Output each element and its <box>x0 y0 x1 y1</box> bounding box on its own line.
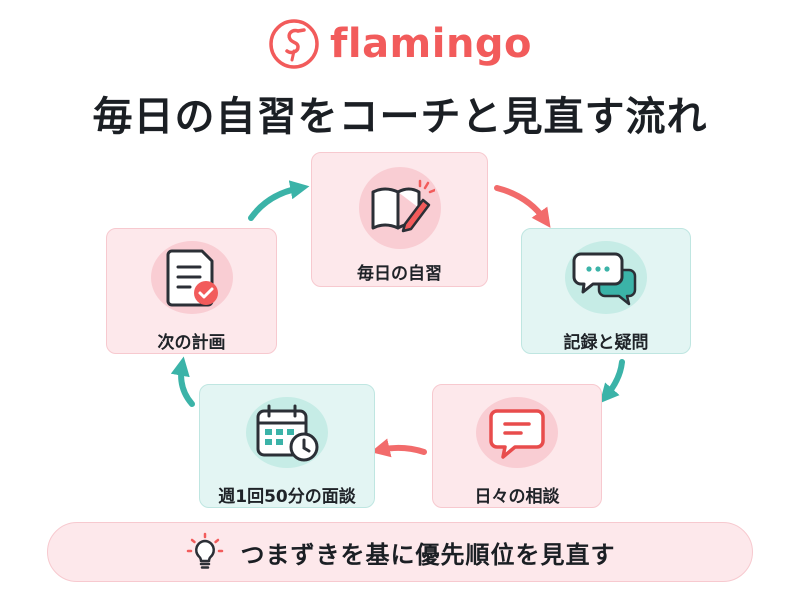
tip-banner: つまずきを基に優先順位を見直す <box>47 522 753 582</box>
arrow-plan-to-study <box>248 180 310 221</box>
step-card-plan: 次の計画 <box>106 228 277 354</box>
arrow-consult-to-weekly <box>370 438 427 458</box>
icon-circle <box>246 397 328 468</box>
lightbulb-icon <box>186 532 223 569</box>
step-label-consult: 日々の相談 <box>474 487 560 507</box>
brand-name: flamingo <box>329 21 533 67</box>
step-card-record: 記録と疑問 <box>521 228 691 354</box>
calendar-clock-icon <box>256 404 319 461</box>
tip-banner-text: つまずきを基に優先順位を見直す <box>240 540 616 569</box>
step-card-consult: 日々の相談 <box>432 384 602 508</box>
brand-logo: flamingo <box>0 12 800 76</box>
step-label-plan: 次の計画 <box>157 333 226 353</box>
step-label-record: 記録と疑問 <box>563 333 649 353</box>
chat-bubbles-icon <box>572 252 637 305</box>
message-bubble-icon <box>489 408 545 459</box>
icon-circle <box>150 241 233 314</box>
step-label-weekly: 週1回50分の面談 <box>218 487 356 507</box>
checklist-icon <box>166 249 218 306</box>
arrow-study-to-record <box>494 185 551 228</box>
page-title: 毎日の自習をコーチと見直す流れ <box>92 94 708 140</box>
icon-circle <box>565 241 647 314</box>
step-card-weekly: 週1回50分の面談 <box>199 384 375 508</box>
icon-circle <box>476 397 558 468</box>
step-label-study: 毎日の自習 <box>357 264 442 284</box>
arrow-weekly-to-plan <box>170 356 195 407</box>
icon-circle <box>358 167 441 249</box>
arrow-record-to-consult <box>599 359 625 404</box>
step-card-study: 毎日の自習 <box>311 152 488 287</box>
flamingo-icon <box>269 19 319 69</box>
open-book-pen-icon <box>371 179 435 233</box>
